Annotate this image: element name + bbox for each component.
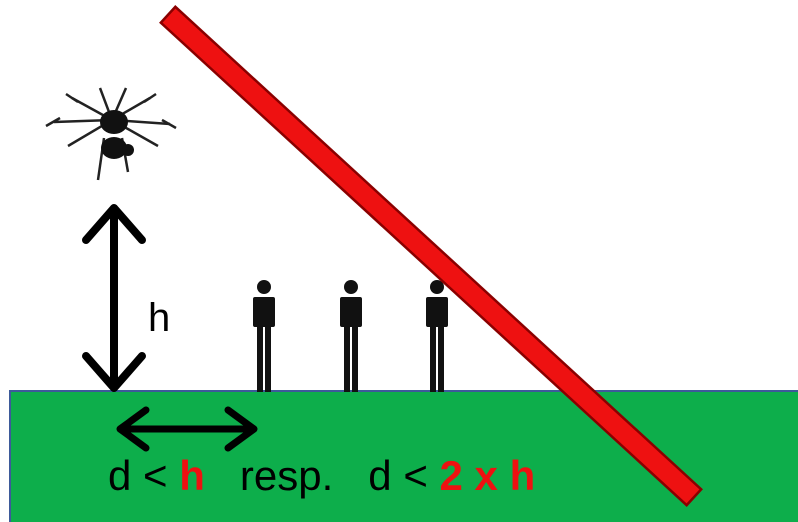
- person-icon: [253, 280, 275, 392]
- distance-prefix-2: d <: [368, 452, 428, 499]
- height-arrow: [82, 204, 146, 392]
- separator-text: resp.: [239, 452, 334, 499]
- distance-arrow: [116, 406, 258, 452]
- height-label: h: [148, 296, 171, 340]
- distance-rule-text: d < h resp. d < 2 x h: [108, 455, 535, 497]
- distance-value-2: 2 x h: [439, 452, 536, 499]
- person-icon: [340, 280, 362, 392]
- distance-value: h: [179, 452, 205, 499]
- person-icon: [426, 280, 448, 392]
- prohibition-bar: [159, 5, 703, 507]
- distance-prefix: d <: [108, 452, 168, 499]
- drone-icon: [45, 87, 177, 181]
